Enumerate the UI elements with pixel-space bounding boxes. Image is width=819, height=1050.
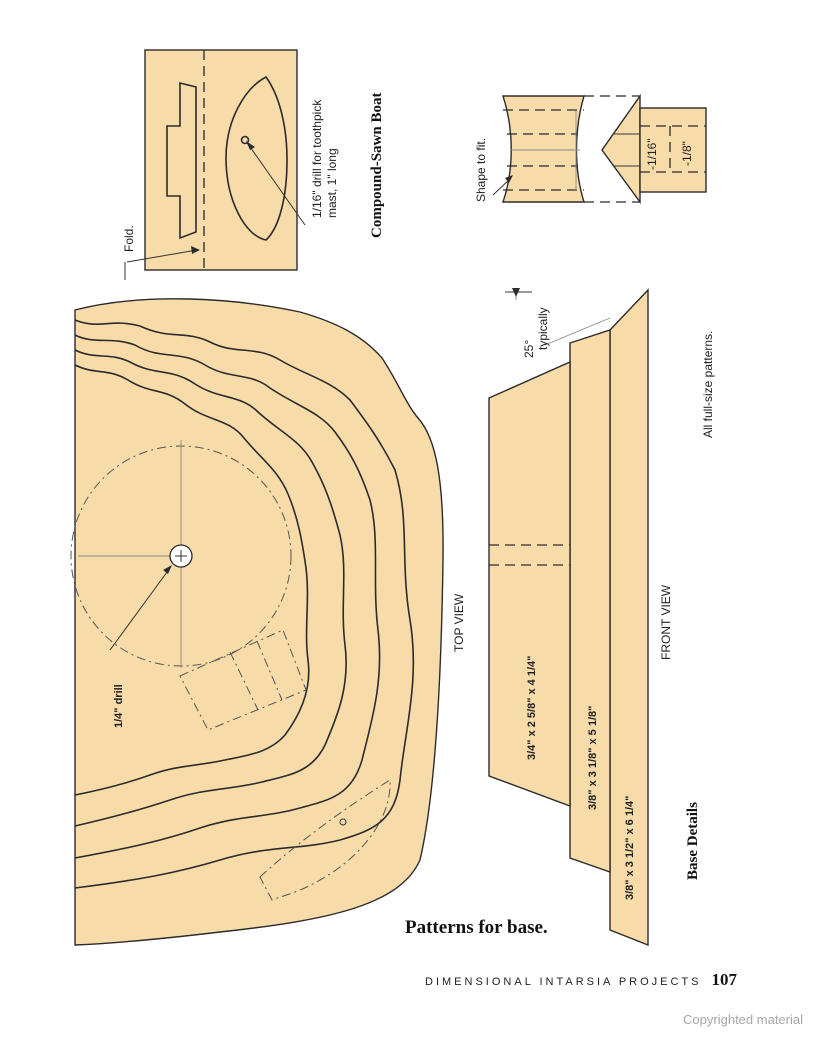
front-view-label: FRONT VIEW xyxy=(659,584,673,660)
drill-leader xyxy=(109,567,171,651)
toothpick-drill-label: 1/16" drill for toothpick xyxy=(310,99,324,218)
mast-mark-icon xyxy=(339,818,347,826)
guide-line xyxy=(256,640,283,701)
arrow-icon xyxy=(191,246,200,254)
small-block xyxy=(639,107,707,193)
quarter-drill-label: 1/4" drill xyxy=(113,684,125,728)
contour-line-2 xyxy=(74,334,381,859)
top-view-pattern: 1/4" drill TOP VIEW xyxy=(70,298,466,946)
shape-to-fit-label: Shape to fit. xyxy=(474,138,488,202)
guide-line xyxy=(229,651,259,711)
patterns-caption: Patterns for base. xyxy=(405,917,548,938)
front-board-1 xyxy=(488,360,571,808)
curved-block xyxy=(502,95,585,203)
shape-detail-pattern: -1/16" -1/8" Shape to fit. xyxy=(474,93,707,205)
front-view-pattern: 25° typically 3/4" x 2 5/8" x 4 1/4" 3/8… xyxy=(488,288,715,947)
roof-triangle xyxy=(601,93,641,205)
board-1-dimensions: 3/4" x 2 5/8" x 4 1/4" xyxy=(526,656,538,760)
copyright-notice: Copyrighted material xyxy=(683,1012,803,1027)
toothpick-leader xyxy=(247,143,306,226)
toothpick-mast-label: mast, 1" long xyxy=(325,148,339,218)
dim-sixteenth-label: -1/16" xyxy=(645,138,659,170)
boat-top-profile xyxy=(225,75,288,241)
compound-sawn-boat-title: Compound-Sawn Boat xyxy=(369,93,385,238)
arrow-icon xyxy=(512,288,520,297)
angle-typically-label: typically xyxy=(536,307,550,350)
arrow-icon xyxy=(246,141,255,150)
page-number: 107 xyxy=(711,970,738,989)
board-2-dimensions: 3/8" x 3 1/8" x 5 1/8" xyxy=(587,706,599,810)
arrow-icon xyxy=(505,175,513,183)
fold-leader xyxy=(126,249,198,263)
book-title: DIMENSIONAL INTARSIA PROJECTS xyxy=(425,976,702,988)
contour-line-1 xyxy=(74,319,415,889)
angle-line xyxy=(544,317,611,346)
arrow-icon xyxy=(163,565,172,574)
top-view-label: TOP VIEW xyxy=(452,593,466,652)
boat-side-profile xyxy=(166,81,197,240)
contour-line-4 xyxy=(74,364,310,796)
board-3-dimensions: 3/8" x 3 1/2" x 6 1/4" xyxy=(624,796,636,900)
compound-sawn-boat-pattern: Fold. 1/16" drill for toothpick mast, 1"… xyxy=(122,49,385,280)
dashed-block-outline xyxy=(179,629,307,731)
base-details-title: Base Details xyxy=(685,802,701,880)
fold-label: Fold. xyxy=(122,225,136,252)
page-footer: DIMENSIONAL INTARSIA PROJECTS 107 xyxy=(425,970,737,990)
full-size-note: All full-size patterns. xyxy=(701,331,715,438)
contour-line-3 xyxy=(74,349,347,827)
angle-label: 25° xyxy=(522,340,536,358)
dim-eighth-label: -1/8" xyxy=(680,141,694,166)
mast-hole-icon xyxy=(240,135,250,145)
